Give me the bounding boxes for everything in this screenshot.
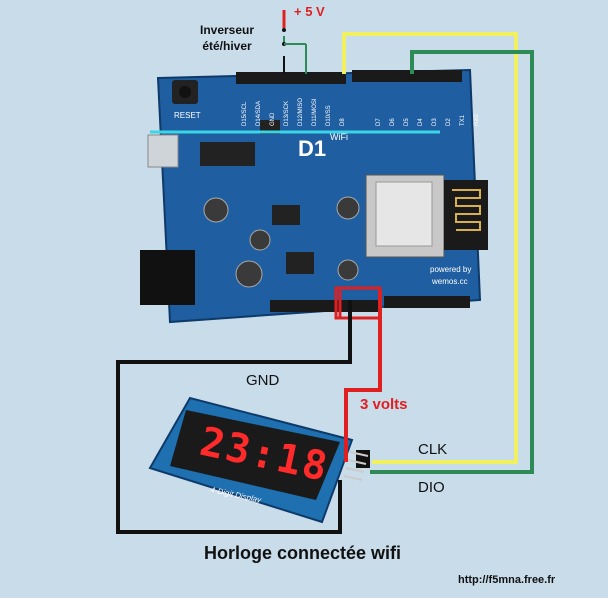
clk-label: CLK [418, 441, 448, 458]
pin-label: D14/SDA [256, 101, 262, 126]
volts3-wire [344, 290, 382, 462]
power-jack [140, 250, 195, 305]
pin-label: D2 [446, 118, 452, 126]
header-top-right [352, 70, 462, 82]
volts3-label: 3 volts [360, 396, 408, 413]
board-name-text: D1 [298, 136, 326, 161]
header-top-left [236, 72, 346, 84]
gnd-wire [116, 300, 352, 534]
pin-label: D8 [340, 118, 346, 126]
page-title: Horloge connectée wifi [204, 543, 402, 563]
plus5v-label: + 5 V [294, 4, 325, 19]
pin-label: D12/MISO [298, 98, 304, 126]
pin-label: D3 [432, 118, 438, 126]
wifi-label: WiFi [330, 132, 348, 142]
display-module [148, 396, 370, 524]
reset-label: RESET [174, 111, 201, 120]
pin-label: TX1 [460, 114, 466, 126]
pin-label: D15/SCL [242, 101, 248, 126]
maker-label: wemos.cc [431, 277, 468, 286]
pin-label: D10/SS [326, 105, 332, 126]
pin-label: D13/SCK [284, 101, 290, 126]
usb-connector [147, 134, 179, 168]
pin-label: GND [270, 112, 276, 126]
clk-wire [342, 32, 518, 464]
pin-label: D4 [418, 118, 424, 126]
header-bottom-left [270, 300, 380, 312]
pin-labels: D15/SCL D14/SDA GND D13/SCK D12/MISO D11/MOSI… [242, 98, 480, 126]
pin-label: D11/MOSI [312, 98, 318, 126]
dio-label: DIO [418, 479, 445, 496]
wires [116, 10, 534, 534]
ch340-chip [200, 142, 255, 166]
pin-label: D6 [390, 118, 396, 126]
inverter-label: Inverseur été/hiver [199, 23, 255, 53]
pin-label: D7 [376, 118, 382, 126]
site-url: http://f5mna.free.fr [458, 574, 556, 586]
pin-label: D5 [404, 118, 410, 126]
gnd-label: GND [246, 372, 280, 389]
powered-label: powered by [430, 265, 471, 274]
header-bottom-right [384, 296, 470, 308]
pin-label: RX0 [474, 114, 480, 126]
dio-wire [370, 50, 534, 474]
